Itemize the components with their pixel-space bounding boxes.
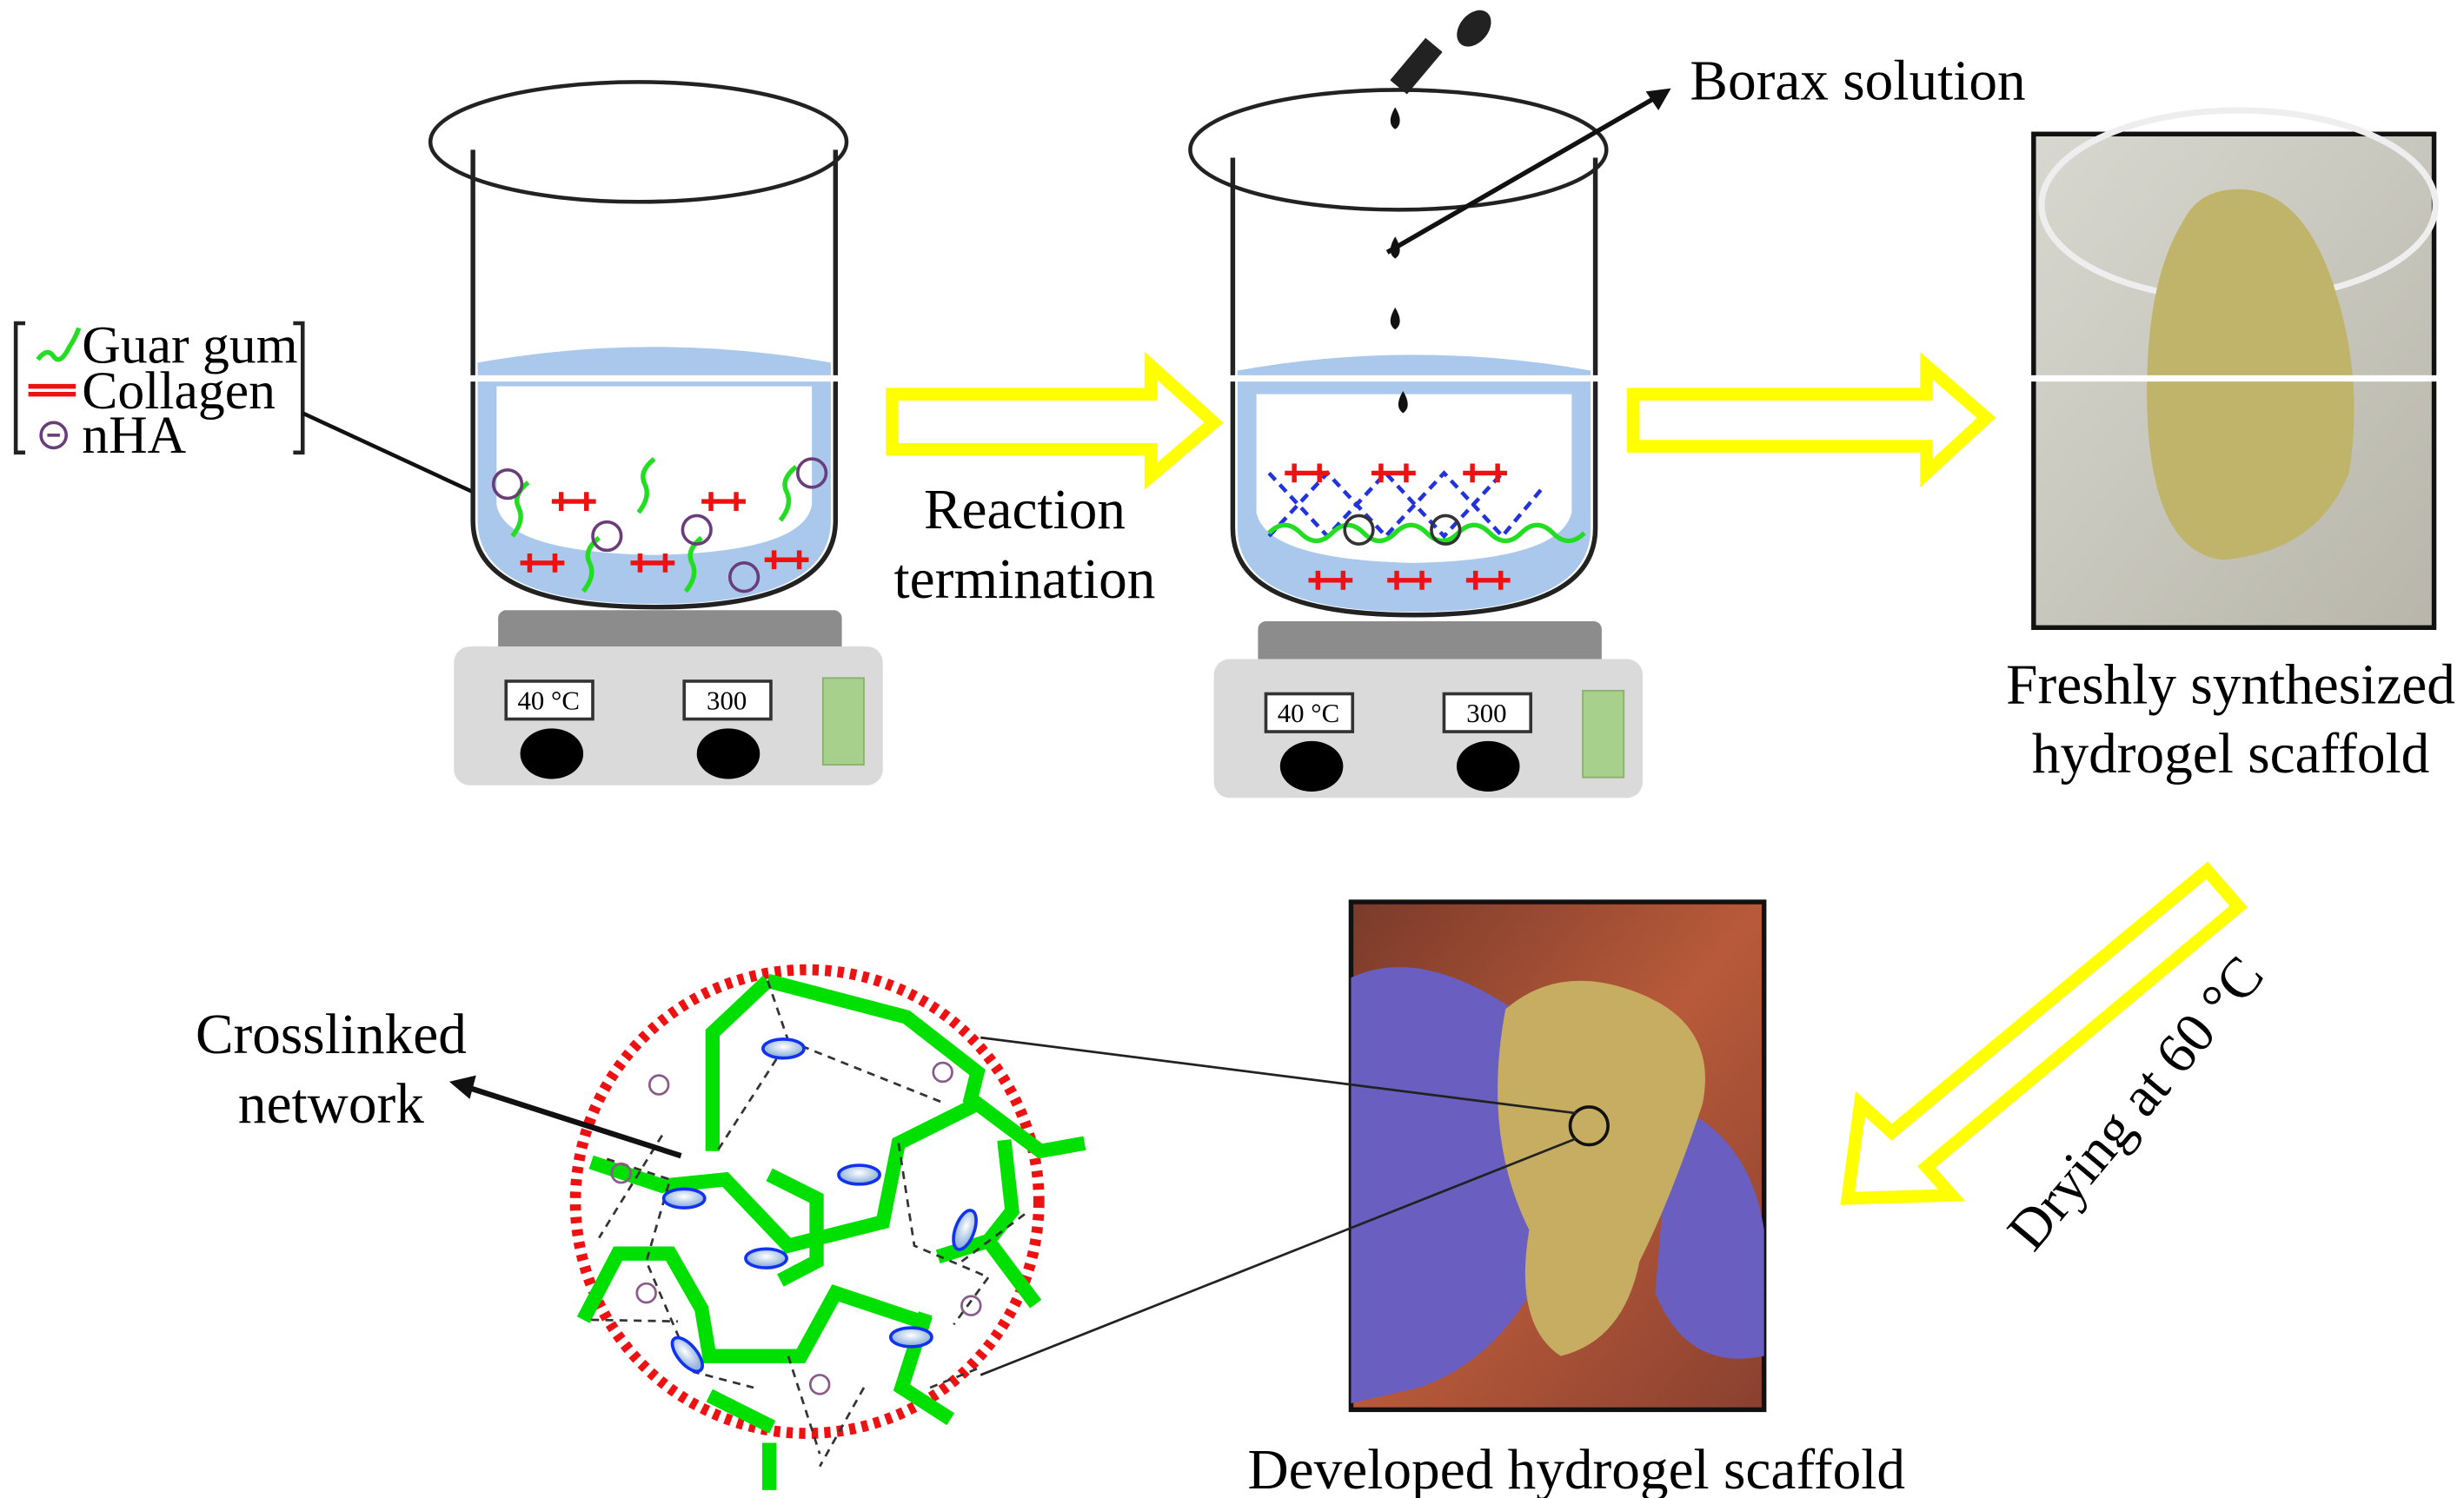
step-termination-label: termination: [894, 548, 1156, 611]
arrow-right-icon: [886, 351, 1224, 490]
hotplate-1-speed: 300: [707, 686, 747, 716]
temp-knob-icon: [520, 728, 584, 779]
nha-icon: [39, 421, 68, 450]
legend: Guar gum Collagen nHA: [13, 315, 475, 494]
hotplate-2: 40 °C 300: [1213, 621, 1643, 799]
beaker-1: [428, 80, 849, 610]
fresh-hydrogel-photo: [2025, 107, 2464, 630]
beaker-2: [1188, 10, 1609, 618]
legend-guar-gum: Guar gum: [82, 315, 297, 374]
crosslinked-network-zoom: [569, 964, 1086, 1490]
fresh-hydrogel-label-2: hydrogel scaffold: [2032, 723, 2429, 785]
guar-gum-icon: [36, 327, 82, 362]
hotplate-2-speed: 300: [1466, 699, 1506, 728]
hotplate-2-temp: 40 °C: [1278, 699, 1339, 728]
arrow-right-icon: [1626, 352, 1996, 487]
hotplate-1: 40 °C 300: [454, 610, 883, 785]
arrow-head-icon: [448, 1075, 476, 1099]
speed-knob-icon: [1456, 740, 1520, 792]
hotplate-1-temp: 40 °C: [517, 686, 579, 716]
borax-solution-label: Borax solution: [1690, 50, 2025, 112]
power-switch-icon: [1582, 689, 1625, 779]
collagen-icon: [28, 383, 76, 397]
temp-knob-icon: [1279, 740, 1344, 792]
network-label: network: [238, 1073, 424, 1136]
power-switch-icon: [821, 677, 865, 766]
dropper-icon: [1390, 10, 1491, 95]
legend-nha: nHA: [82, 406, 186, 465]
crosslinked-label: Crosslinked: [196, 1004, 467, 1066]
developed-hydrogel-label: Developed hydrogel scaffold: [1248, 1439, 1906, 1498]
speed-knob-icon: [696, 728, 760, 779]
fresh-hydrogel-label-1: Freshly synthesized: [2006, 653, 2455, 716]
step-reaction-label: Reaction: [924, 479, 1126, 541]
arrow-head-icon: [1645, 88, 1671, 111]
arrow-down-left-icon: [1840, 861, 2248, 1205]
developed-hydrogel-photo: [1348, 899, 1767, 1413]
legend-collagen: Collagen: [82, 361, 276, 421]
